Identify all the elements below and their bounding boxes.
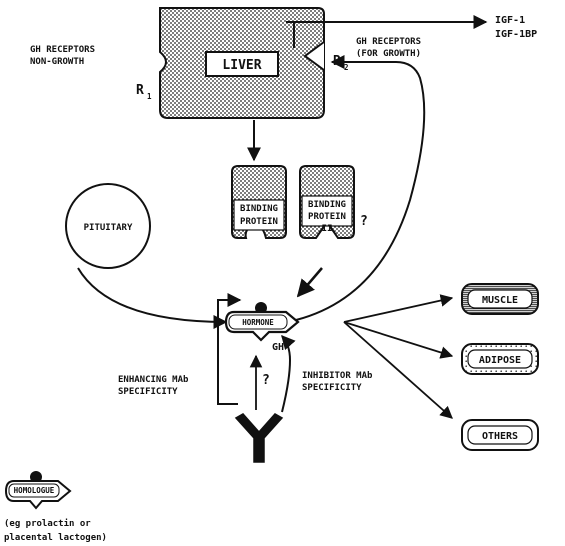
binding-protein-1: BINDING PROTEIN — [232, 166, 286, 238]
muscle-label: MUSCLE — [482, 295, 518, 306]
muscle-target: MUSCLE — [462, 284, 538, 314]
homologue: HOMOLOGUE — [6, 471, 70, 508]
enhancing-mab-label-1: ENHANCING MAb — [118, 375, 189, 385]
binding-protein-2-line2: PROTEIN — [308, 212, 346, 222]
hormone-question: ? — [262, 373, 270, 388]
inhibitor-mab-label-1: INHIBITOR MAb — [302, 371, 373, 381]
arrow-to-others — [344, 322, 452, 418]
homologue-note-2: placental lactogen) — [4, 533, 107, 543]
arrow-to-adipose — [344, 322, 452, 356]
binding-protein-to-hormone-arrow — [298, 268, 322, 296]
igf1-label: IGF-1 — [495, 15, 525, 26]
nongrowth-receptor-label-2: NON-GROWTH — [30, 57, 84, 67]
enhancing-mab-label-2: SPECIFICITY — [118, 387, 178, 397]
hormone-label: HORMONE — [242, 318, 274, 327]
others-label: OTHERS — [482, 431, 518, 442]
antibody — [236, 414, 282, 462]
liver-label: LIVER — [222, 58, 261, 73]
arrow-to-muscle — [344, 298, 452, 322]
pituitary-to-hormone-arrow — [78, 268, 226, 322]
growth-receptor-label-1: GH RECEPTORS — [356, 37, 421, 47]
growth-receptor-label-2: (FOR GROWTH) — [356, 49, 421, 59]
binding-protein-question: ? — [360, 214, 368, 229]
adipose-target: ADIPOSE — [462, 344, 538, 374]
r1-subscript: 1 — [147, 92, 152, 101]
binding-protein-2-line3: II — [322, 224, 333, 234]
binding-protein-1-line1: BINDING — [240, 204, 278, 214]
inhibitor-mab-label-2: SPECIFICITY — [302, 383, 362, 393]
nongrowth-receptor-label-1: GH RECEPTORS — [30, 45, 95, 55]
pituitary-gland: PITUITARY — [66, 184, 150, 268]
binding-protein-2: BINDING PROTEIN II — [300, 166, 354, 238]
r2-subscript: 2 — [344, 63, 349, 72]
binding-protein-1-line2: PROTEIN — [240, 217, 278, 227]
growth-hormone: HORMONE — [226, 302, 298, 340]
liver-cell: LIVER — [160, 8, 324, 118]
others-target: OTHERS — [462, 420, 538, 450]
homologue-note-1: (eg prolactin or — [4, 518, 91, 529]
binding-protein-2-line1: BINDING — [308, 200, 346, 210]
gh-label: GH — [272, 342, 284, 353]
homologue-label: HOMOLOGUE — [14, 486, 55, 495]
adipose-label: ADIPOSE — [479, 355, 521, 366]
pituitary-label: PITUITARY — [84, 223, 133, 233]
r1-label: R — [136, 83, 144, 98]
igf1bp-label: IGF-1BP — [495, 29, 537, 40]
